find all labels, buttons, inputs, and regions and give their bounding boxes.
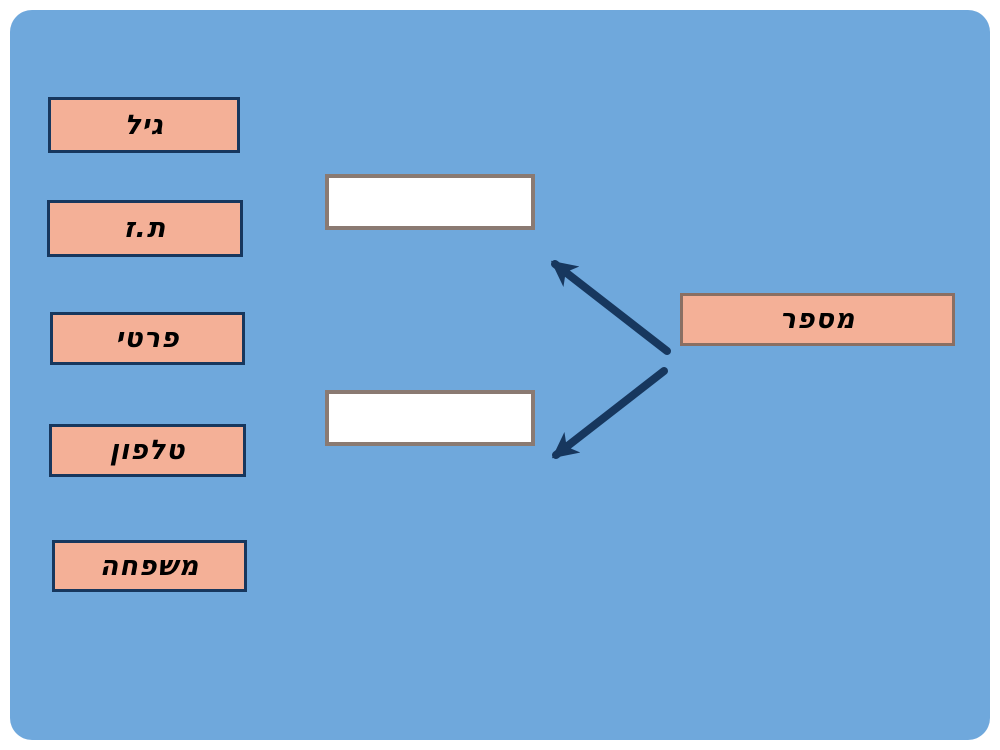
arrow-to-bottom-slot-icon — [551, 367, 668, 459]
arrow-to-top-slot-icon — [550, 260, 671, 355]
word-tile-private[interactable]: פרטי — [50, 312, 245, 365]
word-tile-family[interactable]: משפחה — [52, 540, 247, 592]
answer-slot-top[interactable] — [325, 174, 535, 230]
prompt-tile-number[interactable]: מספר — [680, 293, 955, 346]
word-tile-id[interactable]: ת.ז — [47, 200, 243, 257]
activity-board: גיל ת.ז פרטי טלפון משפחה מספר — [10, 10, 990, 740]
answer-slot-bottom[interactable] — [325, 390, 535, 446]
word-tile-phone[interactable]: טלפון — [49, 424, 246, 477]
word-tile-age[interactable]: גיל — [48, 97, 240, 153]
